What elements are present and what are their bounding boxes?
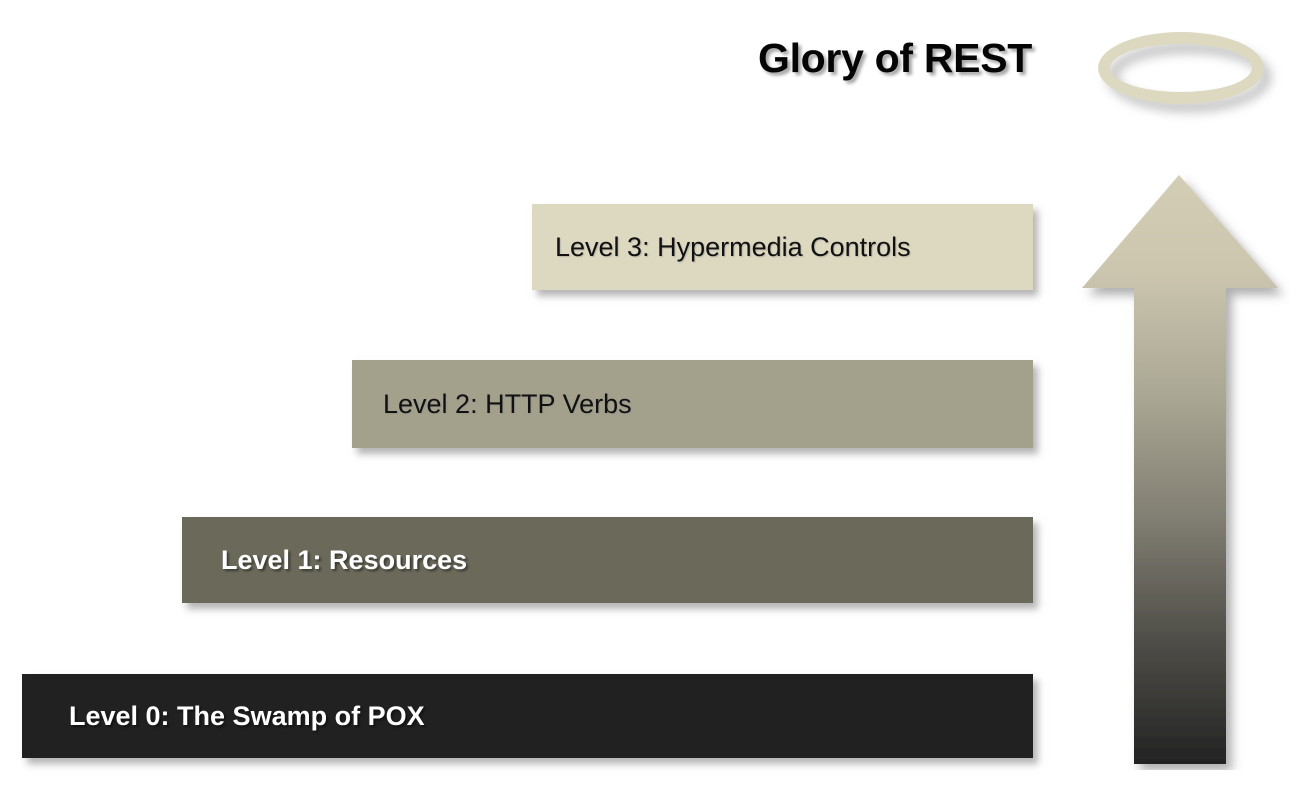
- upward-arrow-icon: [1082, 175, 1278, 764]
- level-bar-2-label: Level 2: HTTP Verbs: [383, 388, 632, 419]
- level-bar-0[interactable]: Level 0: The Swamp of POX: [22, 674, 1033, 758]
- level-bar-2[interactable]: Level 2: HTTP Verbs: [352, 360, 1033, 448]
- level-bar-1-label: Level 1: Resources: [221, 544, 468, 575]
- level-bar-3[interactable]: Level 3: Hypermedia Controls: [532, 204, 1033, 290]
- halo-ring-icon: [1098, 32, 1272, 113]
- level-bar-0-label: Level 0: The Swamp of POX: [69, 700, 425, 731]
- title-row: Glory of REST: [700, 30, 1280, 120]
- halo-ring-shape: [1098, 32, 1264, 104]
- page-title: Glory of REST: [757, 35, 1032, 81]
- upward-arrow-shape: [1082, 175, 1278, 764]
- level-bar-3-label: Level 3: Hypermedia Controls: [555, 231, 911, 262]
- level-bar-1[interactable]: Level 1: Resources: [182, 517, 1033, 603]
